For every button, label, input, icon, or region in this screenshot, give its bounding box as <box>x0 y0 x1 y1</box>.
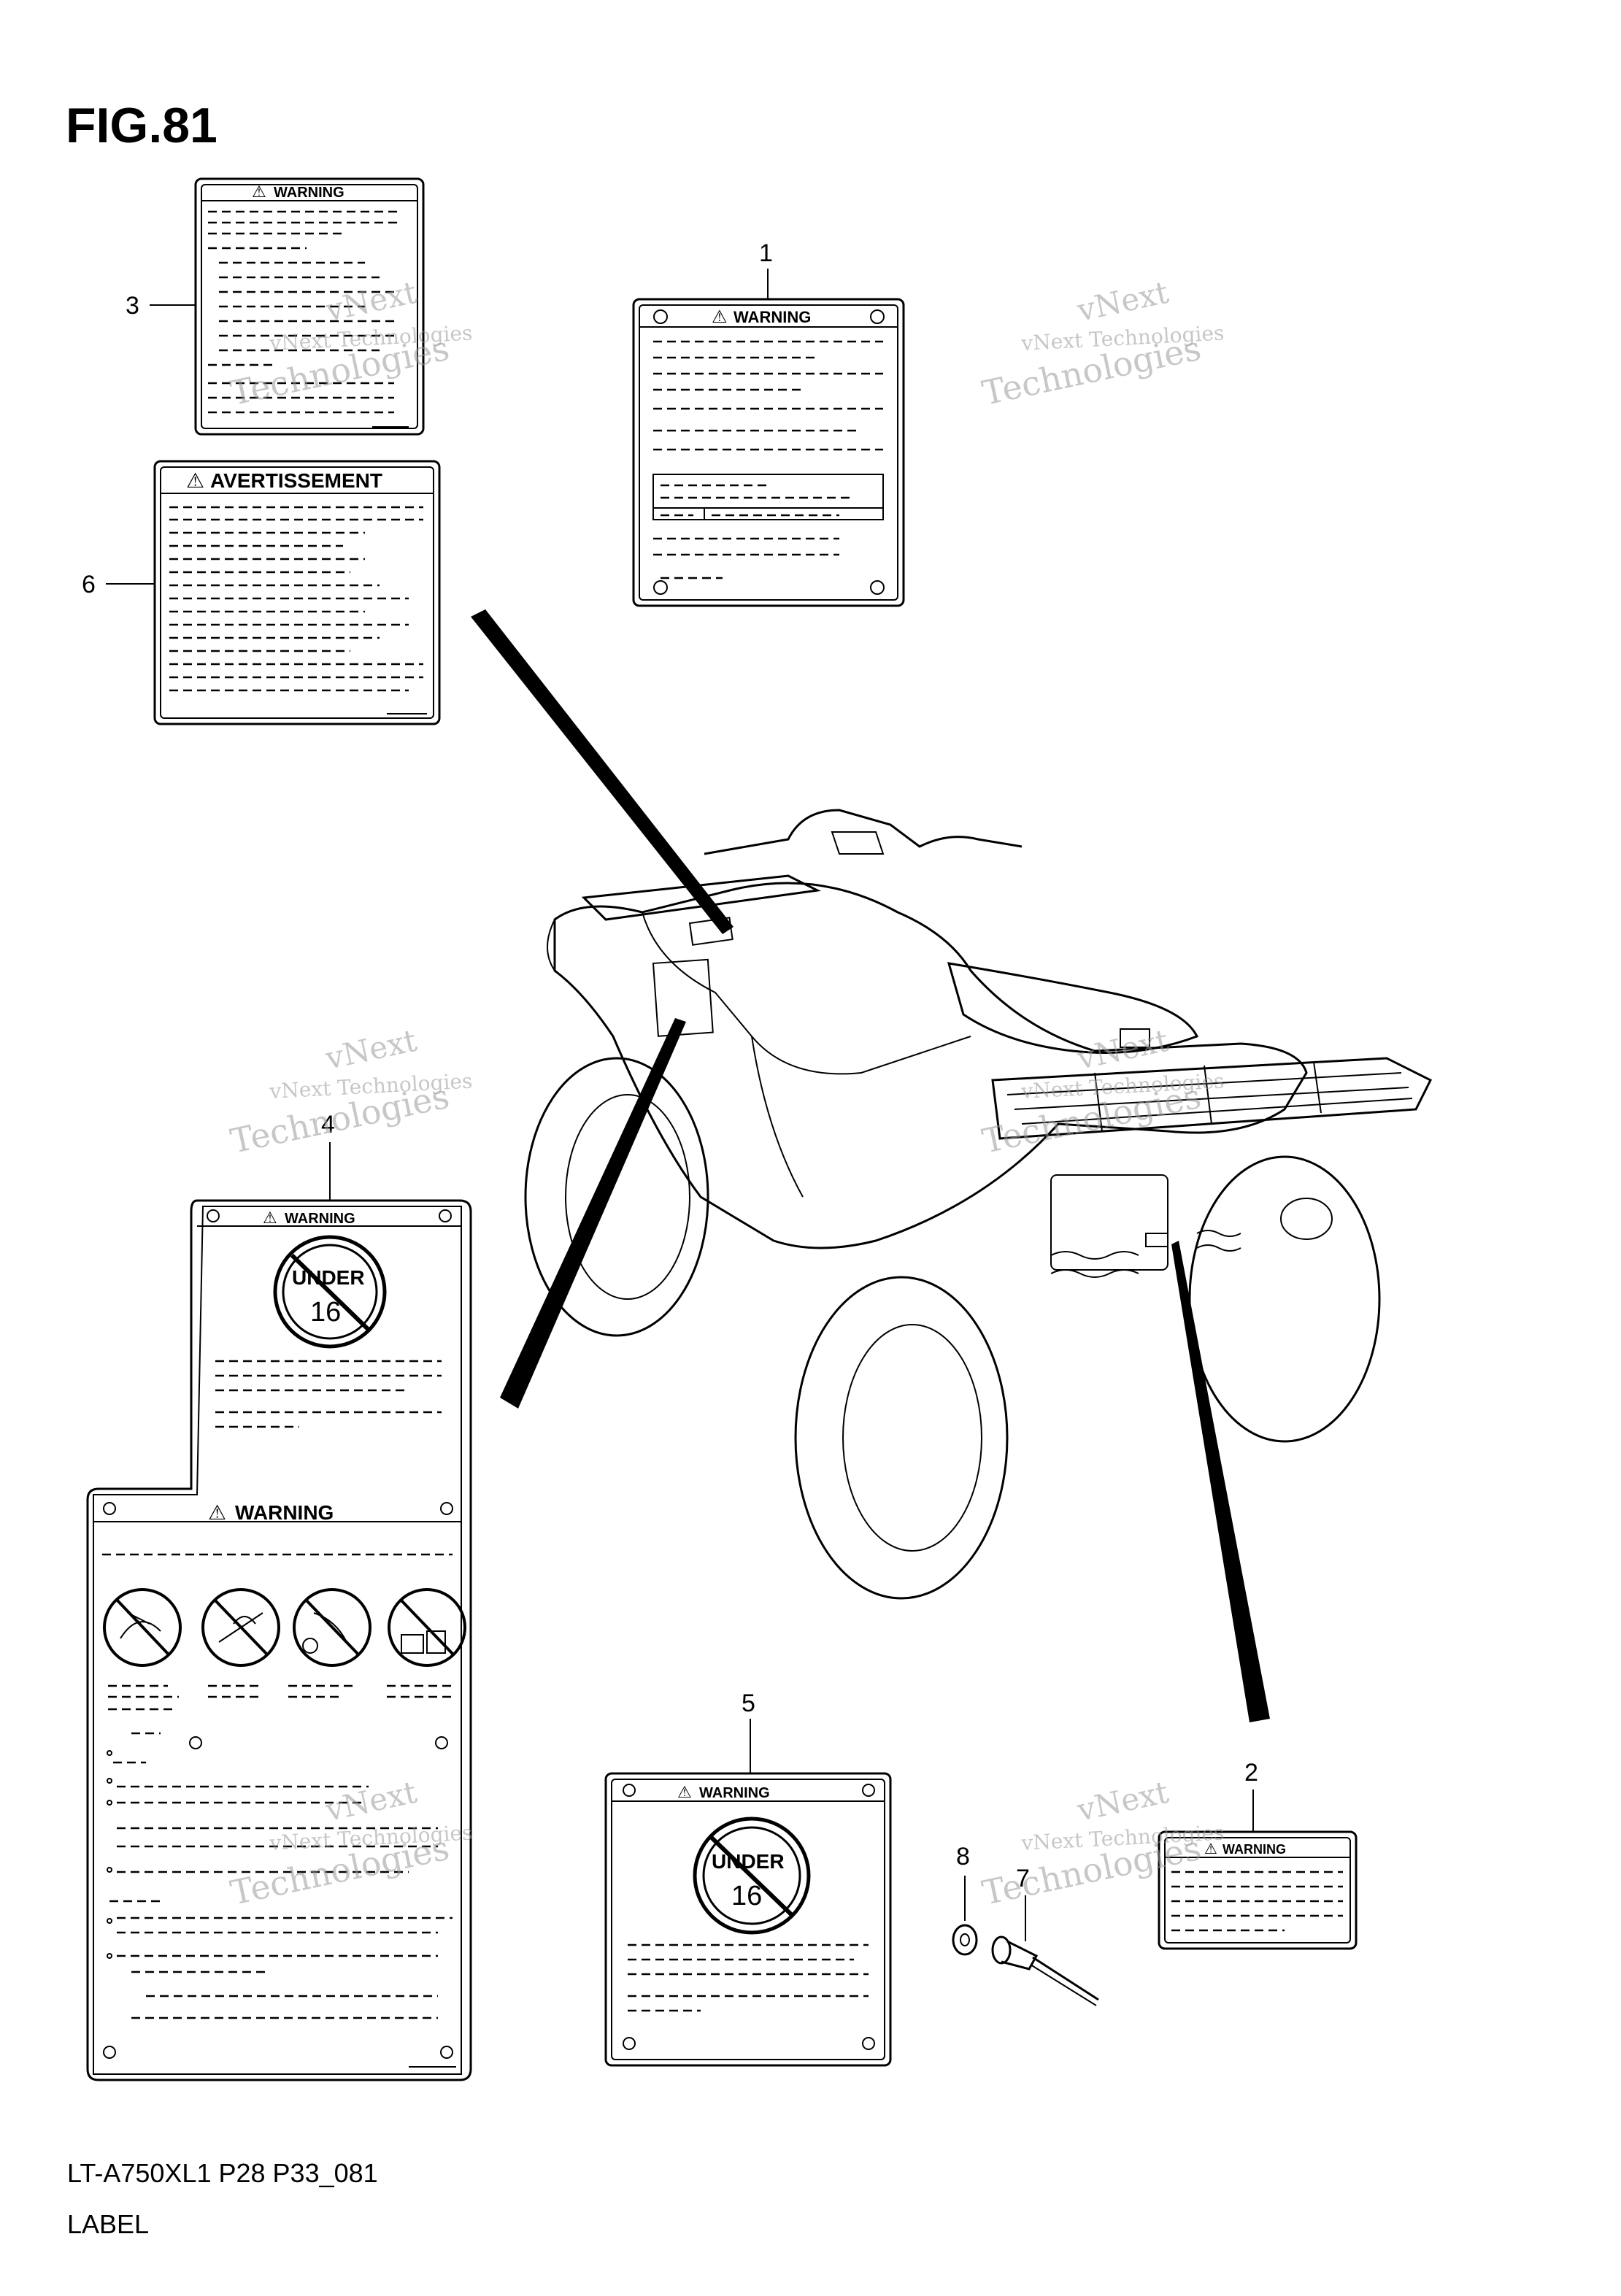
callout-5: 5 <box>742 1690 755 1717</box>
label-3-warning-icon: ⚠ <box>252 182 266 201</box>
watermark-2-line2: vNext <box>1074 274 1171 328</box>
label-6-avertissement: AVERTISSEMENT <box>210 469 382 492</box>
part-8-washer[interactable] <box>952 1924 978 1956</box>
label-5-warning-icon: ⚠ <box>677 1783 692 1801</box>
figure-title: FIG.81 <box>66 98 217 153</box>
label-4-warning-top: WARNING <box>285 1211 355 1227</box>
label-4[interactable]: ⚠ WARNING UNDER 16 ⚠ WARNING <box>86 1199 472 2081</box>
part-7-rivet[interactable] <box>991 1935 1099 2006</box>
label-1-warning-icon: ⚠ <box>712 307 728 327</box>
label-3[interactable]: WARNING ⚠ <box>194 177 425 436</box>
label-4-warning-icon: ⚠ <box>208 1501 226 1524</box>
label-2-warning: WARNING <box>1223 1842 1286 1857</box>
label-3-warning: WARNING <box>274 185 344 201</box>
atv-illustration <box>524 809 1433 1600</box>
watermark-3-line2: vNext <box>322 1022 420 1076</box>
callout-4: 4 <box>321 1111 335 1139</box>
label-5-under: UNDER <box>712 1850 785 1873</box>
callout-2: 2 <box>1244 1759 1258 1787</box>
watermark-4-line2: vNext <box>1074 1022 1171 1076</box>
callout-1: 1 <box>759 239 773 267</box>
label-2[interactable]: ⚠ WARNING <box>1158 1830 1358 1950</box>
label-6-warning-icon: ⚠ <box>186 469 204 492</box>
footer-code: LT-A750XL1 P28 P33_081 <box>67 2158 378 2188</box>
callout-3: 3 <box>126 292 139 320</box>
label-5[interactable]: ⚠ WARNING UNDER 16 <box>604 1772 892 2067</box>
label-4-under: UNDER <box>292 1266 365 1289</box>
label-6[interactable]: ⚠ AVERTISSEMENT <box>153 460 441 725</box>
label-4-pictograms <box>103 1588 466 1667</box>
label-4-age: 16 <box>310 1297 341 1328</box>
footer-name: LABEL <box>67 2209 149 2239</box>
watermark-1-line2: vNext <box>322 274 420 328</box>
label-4-under-16-sign: UNDER 16 <box>273 1235 387 1349</box>
label-1[interactable]: ⚠ WARNING <box>632 298 905 607</box>
leader-label-2 <box>1171 1241 1270 1722</box>
leader-label-1 <box>471 609 734 934</box>
label-2-warning-icon: ⚠ <box>1204 1841 1217 1857</box>
watermark-5-line2: vNext <box>322 1774 420 1828</box>
label-5-under-16-sign: UNDER 16 <box>693 1817 811 1935</box>
leader-label-4 <box>500 1018 686 1409</box>
label-4-warning-icon-top: ⚠ <box>263 1209 277 1227</box>
callout-6: 6 <box>82 571 96 598</box>
label-5-warning: WARNING <box>699 1785 770 1801</box>
callout-8: 8 <box>956 1843 970 1871</box>
watermarks: vNext Technologies vNext Technologies vN… <box>227 274 1225 1913</box>
callout-7: 7 <box>1016 1865 1030 1892</box>
label-5-age: 16 <box>731 1881 762 1911</box>
watermark-6-line2: vNext <box>1074 1774 1171 1828</box>
label-1-warning: WARNING <box>734 308 811 326</box>
label-4-warning: WARNING <box>235 1501 334 1524</box>
